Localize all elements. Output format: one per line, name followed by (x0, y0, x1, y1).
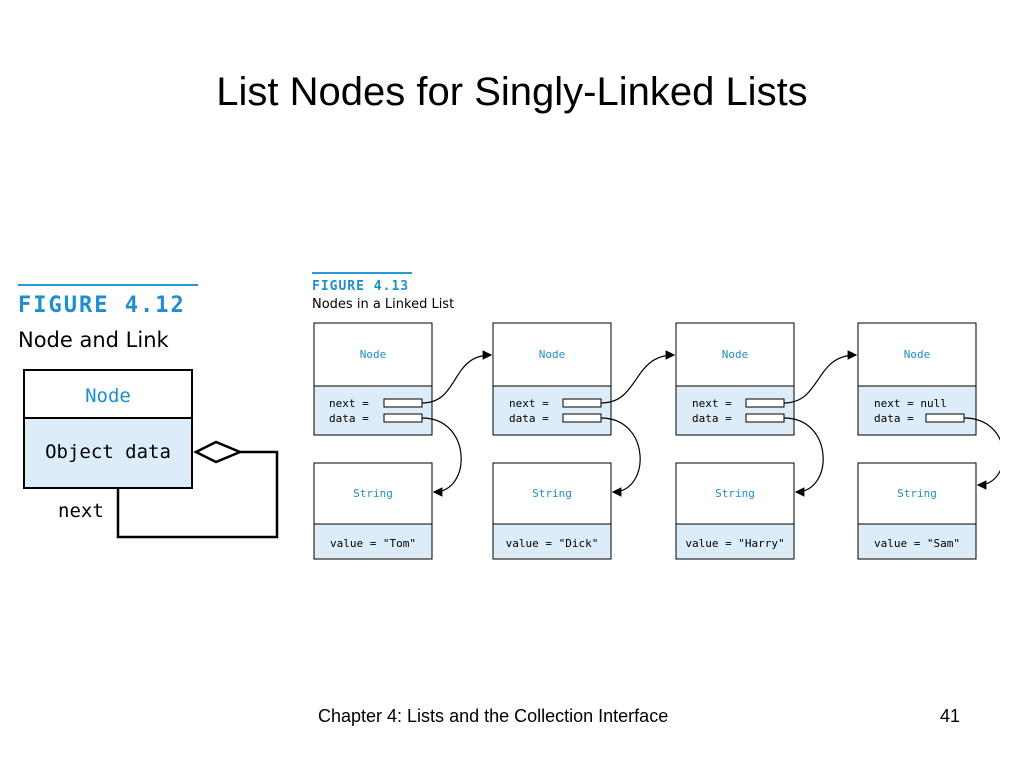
next-ref-box (562, 398, 602, 408)
string-value: value = "Tom" (330, 537, 416, 550)
data-arrow (600, 417, 641, 497)
string-object: String value = "Harry" (675, 462, 795, 560)
self-link-line (116, 450, 279, 539)
node-data-label: data = (692, 412, 732, 425)
node-field-data: Object data (45, 441, 171, 463)
node-next-label: next = null (874, 397, 947, 410)
string-object: String value = "Dick" (492, 462, 612, 560)
string-object: String value = "Tom" (313, 462, 433, 560)
figure-412-diagram: Node Object data next (23, 369, 279, 539)
slide-title: List Nodes for Singly-Linked Lists (216, 70, 808, 114)
next-ref-box (383, 398, 423, 408)
string-class-name: String (532, 487, 572, 500)
node-next-label: next = (692, 397, 732, 410)
node-data-label: data = (329, 412, 369, 425)
list-node: Node next = null data = (857, 322, 977, 436)
node-class-name: Node (85, 385, 131, 407)
data-ref-box (925, 413, 965, 423)
string-value: value = "Sam" (874, 537, 960, 550)
page-number: 41 (940, 706, 961, 726)
node-next-label: next = (509, 397, 549, 410)
data-ref-box (745, 413, 785, 423)
string-class-name: String (353, 487, 393, 500)
next-arrow (783, 350, 858, 404)
node-data-label: data = (874, 412, 914, 425)
node-class-name: Node (360, 348, 387, 361)
list-node: Node next = data = (675, 322, 795, 436)
figure-413-rule (312, 272, 412, 274)
node-class-name: Node (722, 348, 749, 361)
node-data-label: data = (509, 412, 549, 425)
data-ref-box (383, 413, 423, 423)
figure-413-caption: Nodes in a Linked List (312, 297, 455, 312)
next-arrow (600, 350, 676, 404)
aggregation-diamond-icon (193, 440, 244, 464)
node-class-header (23, 369, 193, 419)
list-node: Node next = data = (313, 322, 433, 436)
slide-footer: Chapter 4: Lists and the Collection Inte… (318, 706, 669, 726)
data-arrow (783, 417, 824, 497)
string-object: String value = "Sam" (857, 462, 977, 560)
list-node: Node next = data = (492, 322, 612, 436)
data-ref-box (562, 413, 602, 423)
string-value: value = "Harry" (685, 537, 784, 550)
node-next-label: next = (329, 397, 369, 410)
figure-413-label: FIGURE 4.13 (312, 279, 410, 294)
string-class-name: String (897, 487, 937, 500)
node-class-name: Node (539, 348, 566, 361)
data-arrow (421, 417, 462, 497)
link-label-next: next (58, 500, 104, 522)
figure-412-caption: Node and Link (18, 328, 169, 352)
string-class-name: String (715, 487, 755, 500)
next-arrow (421, 350, 493, 404)
figure-412-rule (18, 284, 198, 286)
data-arrow (963, 417, 1000, 490)
string-value: value = "Dick" (506, 537, 599, 550)
figure-413-diagram: Node next = data = Node next = data = No… (313, 322, 1000, 560)
next-ref-box (745, 398, 785, 408)
node-class-name: Node (904, 348, 931, 361)
figure-412-label: FIGURE 4.12 (18, 293, 186, 318)
